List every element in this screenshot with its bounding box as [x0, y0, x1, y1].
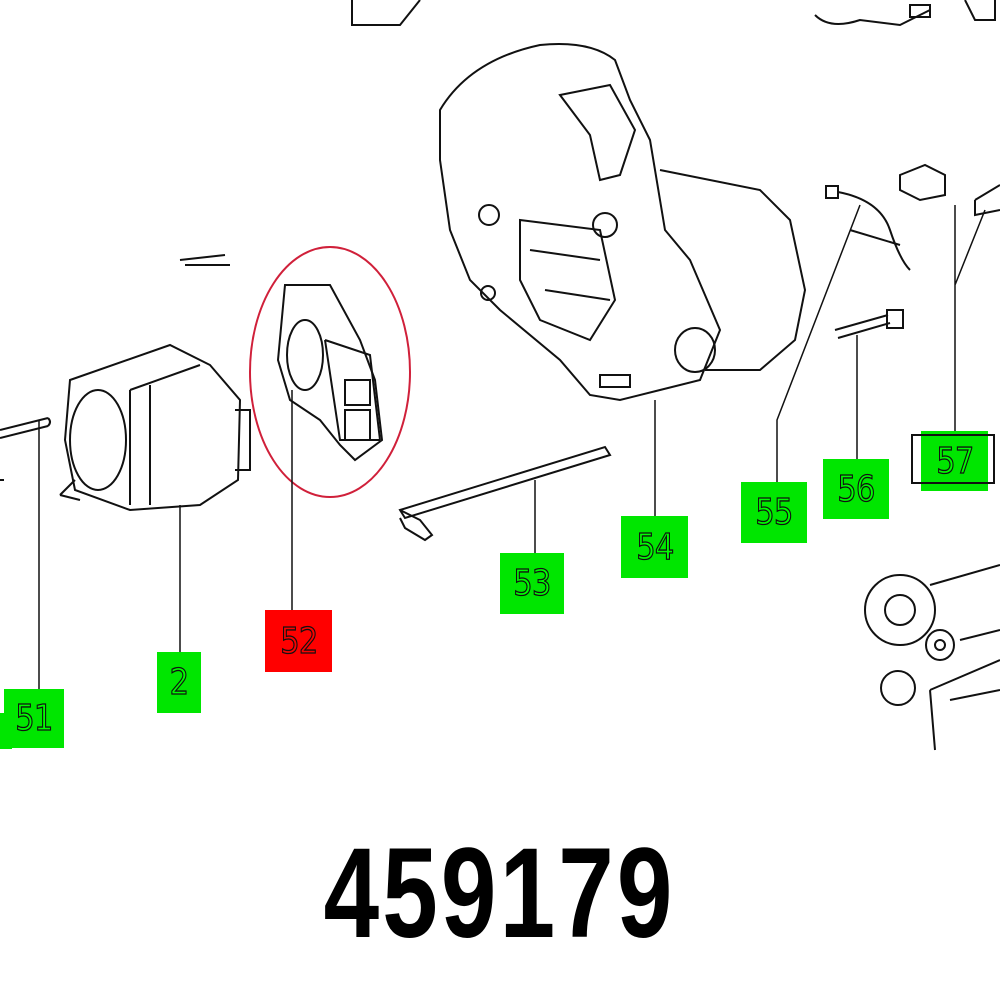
- leader-lines: [38, 204, 986, 689]
- leader-57: [954, 205, 986, 431]
- air-guide-part-52: [276, 284, 384, 462]
- part-number: 459179: [324, 822, 676, 965]
- highlight-ring: [249, 246, 411, 498]
- cropped-parts-bottom-right: [864, 564, 1000, 751]
- callout-56[interactable]: 56: [823, 459, 889, 519]
- brush-part-57: [899, 163, 1000, 217]
- callout-2[interactable]: 2: [157, 652, 201, 713]
- cropped-part-top-left: [351, 0, 421, 26]
- hex-key-part-53: [398, 445, 612, 542]
- callout-53[interactable]: 53: [500, 553, 564, 614]
- callout-57[interactable]: 57: [921, 431, 988, 491]
- callout-51[interactable]: 51: [4, 689, 64, 748]
- stator-part-2: [59, 254, 251, 512]
- callout-55[interactable]: 55: [741, 482, 807, 543]
- callout-57-frame: [911, 434, 995, 484]
- wire-part-55: [825, 185, 911, 271]
- callout-54[interactable]: 54: [621, 516, 688, 578]
- housing-part-54: [439, 43, 807, 402]
- screw-part-56: [834, 309, 904, 339]
- leader-55: [776, 204, 861, 482]
- cropped-cable-top-right: [814, 0, 996, 27]
- callout-52[interactable]: 52: [265, 610, 332, 672]
- pin-part-51: [0, 417, 51, 481]
